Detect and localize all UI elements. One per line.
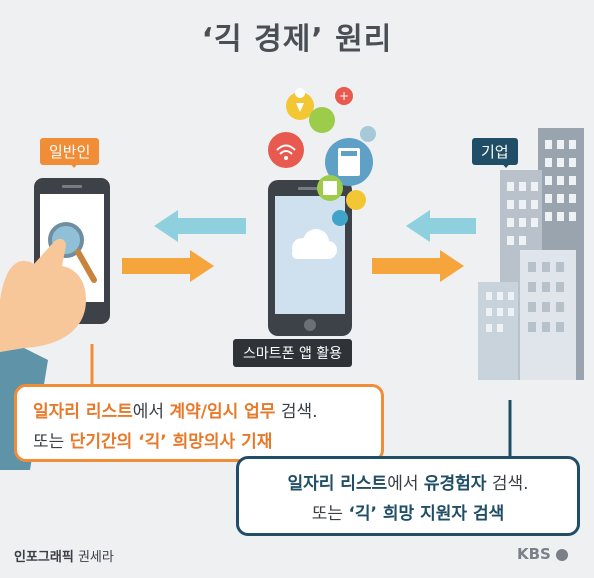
description-line: 일자리 리스트에서 유경험자 검색. (251, 469, 565, 499)
brand-logo: KBS (517, 545, 569, 563)
plain-text: 에서 (132, 402, 170, 422)
credit-label: 인포그래픽 (14, 550, 74, 565)
highlight-text: 일자리 리스트 (287, 474, 388, 494)
plain-text: 또는 (311, 504, 349, 524)
brand-text: KBS (517, 545, 551, 563)
plus-icon (335, 87, 353, 105)
center-phone-icon (268, 180, 352, 336)
plain-text: 검색. (275, 402, 318, 422)
arrow-left-icon (154, 210, 246, 242)
building-icon (478, 128, 584, 380)
app-icons-cluster: + (268, 87, 376, 226)
individual-description-box: 일자리 리스트에서 계약/임시 업무 검색. 또는 단기간의 ‘긱’ 희망의사 … (14, 384, 384, 462)
logo-circle-icon (556, 548, 569, 561)
company-description-box: 일자리 리스트에서 유경험자 검색. 또는 ‘긱’ 희망 지원자 검색 (236, 456, 580, 536)
label-pointer (500, 161, 512, 168)
plain-text: 에서 (387, 474, 424, 494)
smartphone-label: 스마트폰 앱 활용 (233, 339, 353, 367)
svg-text:+: + (339, 89, 349, 103)
credit: 인포그래픽 권세라 (14, 546, 114, 565)
plain-text: 또는 (33, 432, 70, 452)
description-line: 일자리 리스트에서 계약/임시 업무 검색. (33, 397, 365, 427)
highlight-text: 단기간의 ‘긱’ 희망의사 기재 (69, 432, 273, 452)
label-pointer (68, 161, 80, 168)
individual-label: 일반인 (40, 138, 100, 165)
highlight-text: 유경험자 (423, 474, 487, 494)
highlight-text: 일자리 리스트 (33, 402, 133, 422)
description-line: 또는 ‘긱’ 희망 지원자 검색 (251, 499, 565, 529)
company-label: 기업 (472, 138, 518, 165)
arrow-right-icon (372, 250, 464, 282)
description-line: 또는 단기간의 ‘긱’ 희망의사 기재 (33, 427, 365, 457)
page-title: ‘긱 경제’ 원리 (201, 22, 393, 57)
arrow-left-icon (406, 210, 476, 242)
highlight-text: 계약/임시 업무 (169, 402, 276, 422)
cloud-icon (292, 229, 337, 259)
plain-text: 검색. (486, 474, 529, 494)
arrow-right-icon (122, 250, 214, 282)
credit-author: 권세라 (77, 550, 114, 565)
highlight-text: ‘긱’ 희망 지원자 검색 (348, 504, 505, 524)
